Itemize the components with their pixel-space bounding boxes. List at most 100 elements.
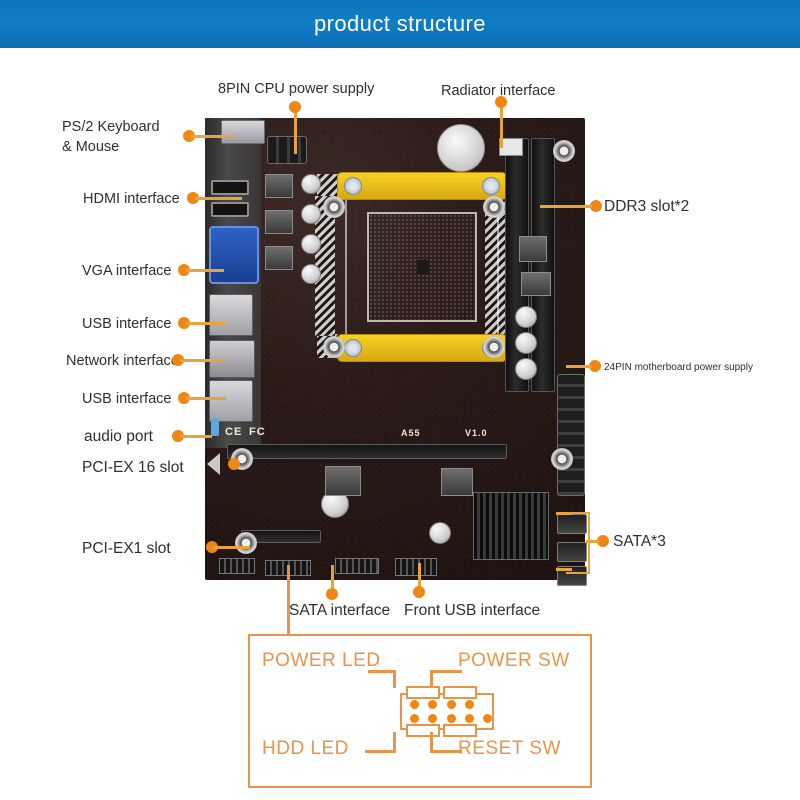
header-pin — [465, 700, 474, 709]
cpu-fan-header — [499, 138, 523, 156]
board-mount-hole — [235, 532, 257, 554]
callout-dot-ps2 — [183, 130, 195, 142]
callout-label-pcie16: PCI-EX 16 slot — [82, 459, 184, 476]
callout-line-audio — [180, 435, 212, 438]
callout-dot-front-usb — [413, 586, 425, 598]
header-pin — [428, 714, 437, 723]
callout-dot-radiator — [495, 96, 507, 108]
callout-dot-vga — [178, 264, 190, 276]
retention-screw — [482, 177, 500, 195]
callout-line-network — [180, 359, 226, 362]
chipset-heatsink — [473, 492, 549, 560]
retention-screw — [344, 339, 362, 357]
lead-hdd-led-horizontal — [365, 750, 396, 753]
retention-screw — [344, 177, 362, 195]
hdmi-port-2 — [211, 202, 249, 217]
capacitor — [301, 264, 321, 284]
header-pin — [428, 700, 437, 709]
header-pin — [483, 714, 492, 723]
vrm-mosfet — [265, 174, 293, 198]
capacitor — [301, 204, 321, 224]
callout-line-hdmi — [195, 197, 242, 200]
header-pin — [410, 700, 419, 709]
capacitor — [301, 174, 321, 194]
header-pin — [447, 700, 456, 709]
callout-line-radiator — [500, 100, 503, 148]
callout-line-atx24 — [566, 365, 592, 368]
callout-label-cpu-power: 8PIN CPU power supply — [218, 81, 375, 97]
callout-bracket-sata3 — [566, 512, 590, 574]
callout-label-usb-bottom: USB interface — [82, 391, 172, 407]
callout-dot-network — [172, 354, 184, 366]
callout-label-ps2-line2: & Mouse — [62, 139, 120, 155]
atx-24pin-connector — [557, 374, 585, 496]
callout-label-sata3: SATA*3 — [613, 533, 666, 550]
callout-label-radiator: Radiator interface — [441, 83, 556, 99]
cpu-8pin-power-connector — [267, 136, 307, 164]
ground-plane-hatch-left — [315, 196, 335, 336]
ce-mark: CE — [225, 426, 243, 438]
callout-line-usb-top — [186, 322, 226, 325]
callout-dot-sata3 — [597, 535, 609, 547]
cpu-retention-bracket-top — [337, 172, 507, 200]
callout-label-atx24: 24PIN motherboard power supply — [604, 362, 753, 373]
front-usb-header — [395, 558, 437, 576]
page-title: product structure — [314, 11, 486, 36]
cpu-retention-bracket-bottom — [337, 334, 507, 362]
cooler-mount-hole — [483, 336, 505, 358]
callout-line-cpu-power — [294, 106, 297, 154]
header-pin — [410, 714, 419, 723]
callout-dot-atx24 — [589, 360, 601, 372]
callout-label-usb-top: USB interface — [82, 316, 172, 332]
callout-dot-cpu-power — [289, 101, 301, 113]
callout-line-sata3 — [586, 540, 600, 543]
lead-reset-sw-vertical — [430, 732, 433, 752]
motherboard-image: CE FC A55 V1.0 — [205, 118, 587, 586]
cooler-mount-hole — [483, 196, 505, 218]
callout-dot-pcie16 — [228, 458, 240, 470]
sata-port-2 — [557, 542, 587, 562]
capacitor — [515, 332, 537, 354]
cooler-mount-hole — [323, 196, 345, 218]
fcc-mark: FC — [249, 426, 266, 438]
lead-power-sw-vertical — [430, 670, 433, 688]
sata-port-3 — [557, 566, 587, 586]
ps2-port — [221, 120, 265, 144]
callout-label-ps2-line1: PS/2 Keyboard — [62, 119, 160, 135]
callout-line-usb-bottom — [186, 397, 226, 400]
callout-label-sata-interface: SATA interface — [289, 602, 391, 619]
callout-dot-hdmi — [187, 192, 199, 204]
front-panel-diagram-box — [248, 634, 592, 788]
callout-dot-usb-top — [178, 317, 190, 329]
lead-hdd-led-vertical — [393, 732, 396, 752]
capacitor — [515, 306, 537, 328]
capacitor — [429, 522, 451, 544]
front-panel-header — [335, 558, 379, 574]
header-pin — [447, 714, 456, 723]
board-mount-hole — [551, 448, 573, 470]
cooler-mount-hole — [323, 336, 345, 358]
callout-label-network: Network interface — [66, 353, 179, 369]
bios-chip — [521, 272, 551, 296]
capacitor — [301, 234, 321, 254]
connector-tab-hdd-led — [406, 724, 440, 737]
callout-line-sata-interface — [331, 565, 334, 597]
callout-dot-audio — [172, 430, 184, 442]
connector-tab-power-led — [406, 686, 440, 699]
capacitor — [515, 358, 537, 380]
callout-dot-usb-bottom — [178, 392, 190, 404]
cmos-battery — [437, 124, 485, 172]
cpu-socket-key — [417, 260, 429, 274]
audio-jack — [211, 418, 219, 436]
callout-label-front-usb: Front USB interface — [404, 602, 541, 619]
ddr3-slot-2 — [531, 138, 555, 392]
board-mount-hole — [553, 140, 575, 162]
lead-power-led-horizontal — [368, 670, 396, 673]
front-panel-label-reset-sw: RESET SW — [458, 738, 561, 759]
callout-line-ddr3 — [540, 205, 592, 208]
callout-dot-sata-interface — [326, 588, 338, 600]
usb-port-stack-top — [209, 294, 253, 336]
callout-bracket-arm-top — [556, 512, 572, 515]
chipset-silkscreen: A55 — [401, 428, 421, 438]
